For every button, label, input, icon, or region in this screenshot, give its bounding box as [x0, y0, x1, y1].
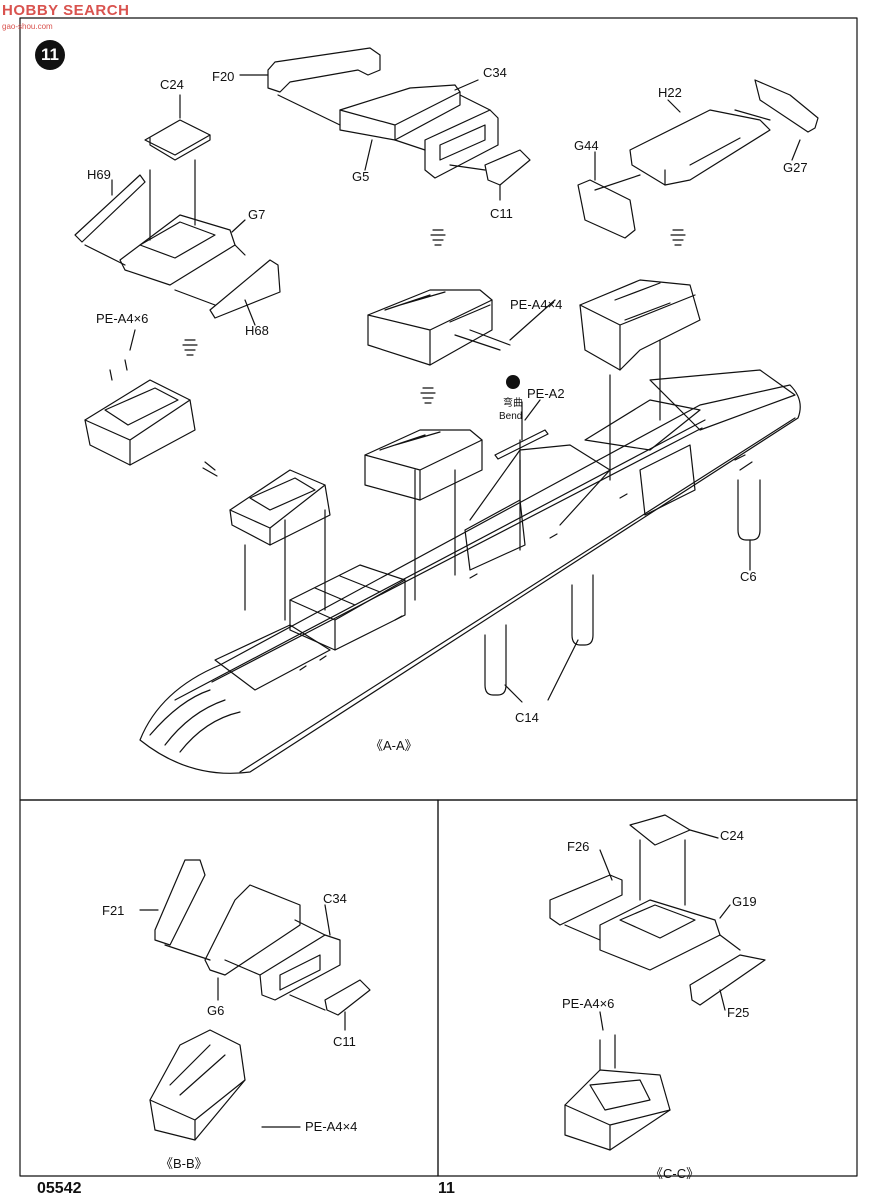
- assembly-g19: [549, 814, 766, 1006]
- label-g44: G44: [574, 138, 599, 153]
- bend-icon: [506, 375, 520, 389]
- assembly-g7: [74, 119, 281, 319]
- label-g7: G7: [248, 207, 266, 222]
- label-c34-bb: C34: [323, 891, 347, 906]
- step-number-badge: 11: [35, 40, 65, 70]
- label-pe-a4x6-cc: PE-A4×6: [562, 996, 615, 1011]
- section-label-aa: 《A-A》: [370, 738, 418, 753]
- frame-bb: [19, 799, 439, 1177]
- label-c34-top: C34: [483, 65, 507, 80]
- label-g6: G6: [207, 1003, 225, 1018]
- page-number: 11: [438, 1180, 455, 1197]
- label-c11-top: C11: [490, 206, 513, 221]
- assembly-h22: [577, 79, 819, 239]
- label-g27: G27: [783, 160, 808, 175]
- section-label-bb: 《B-B》: [160, 1156, 208, 1171]
- label-c14: C14: [515, 710, 539, 725]
- block-bb: [149, 1029, 246, 1141]
- label-pe-a4x4-bb: PE-A4×4: [305, 1119, 358, 1134]
- block-left-2: [229, 469, 331, 546]
- label-f21: F21: [102, 903, 125, 918]
- hull: [139, 369, 801, 774]
- label-c24-cc: C24: [720, 828, 744, 843]
- label-h22: H22: [658, 85, 682, 100]
- label-f20: F20: [212, 69, 235, 84]
- frame-cc: [437, 799, 858, 1177]
- label-h68: H68: [245, 323, 269, 338]
- label-bend-cn: 弯曲: [503, 398, 523, 409]
- label-c11-bb: C11: [333, 1034, 356, 1049]
- label-pe-a4x6-left: PE-A4×6: [96, 311, 149, 326]
- label-g5: G5: [352, 169, 370, 184]
- block-mid-2: [364, 429, 483, 501]
- label-bend-en: Bend: [499, 411, 523, 422]
- label-f25: F25: [727, 1005, 750, 1020]
- watermark: HOBBY SEARCH: [2, 2, 130, 19]
- label-pe-a2: PE-A2: [527, 386, 565, 401]
- block-right: [579, 279, 701, 371]
- block-mid-1: [367, 289, 511, 366]
- frame-main: [19, 17, 858, 801]
- label-c24-top: C24: [160, 77, 184, 92]
- label-f26: F26: [567, 839, 590, 854]
- assembly-g5: [267, 47, 531, 186]
- label-h69: H69: [87, 167, 111, 182]
- block-left-1: [84, 359, 196, 466]
- product-code: 05542: [37, 1180, 82, 1197]
- section-label-cc: 《C-C》: [650, 1166, 700, 1181]
- block-cc: [564, 1034, 671, 1151]
- label-c6: C6: [740, 569, 757, 584]
- assembly-g6: [154, 859, 371, 1016]
- label-g19: G19: [732, 894, 757, 909]
- label-pe-a4x4-mid: PE-A4×4: [510, 297, 563, 312]
- watermark-url: gao-shou.com: [2, 22, 53, 31]
